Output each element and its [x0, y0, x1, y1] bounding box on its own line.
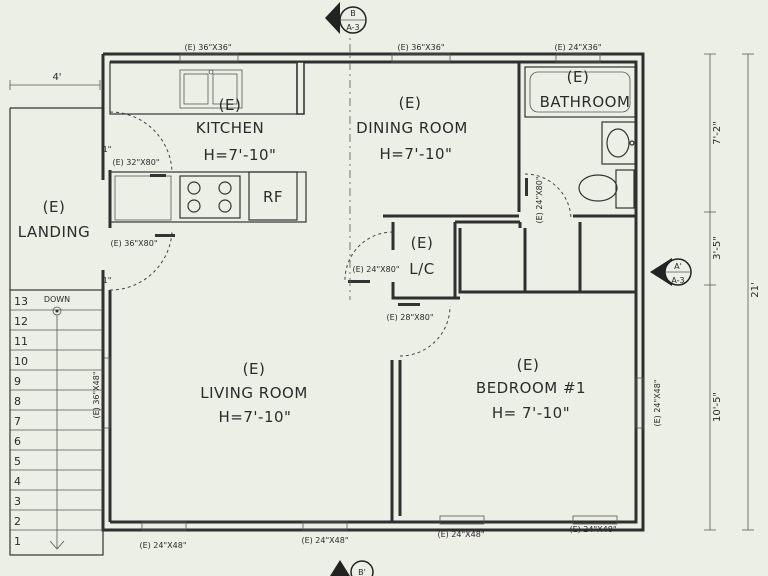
- section-top-sheet: A-3: [346, 23, 359, 32]
- dim-right-2: 3'-5": [712, 236, 723, 260]
- stair-step: 4: [14, 475, 21, 488]
- window-label-kitchen: (E) 36"X36": [184, 43, 231, 52]
- window-label-dining: (E) 36"X36": [397, 43, 444, 52]
- door-swings: [109, 111, 572, 357]
- stair-step: 6: [14, 435, 21, 448]
- section-right-sheet: A-3: [671, 276, 684, 285]
- stair-step: 9: [14, 375, 21, 388]
- living-height: H=7'-10": [219, 408, 292, 426]
- section-marker-bottom: [330, 560, 374, 576]
- refrigerator: [248, 171, 298, 221]
- section-top-letter: B: [350, 9, 356, 18]
- stair-step: 10: [14, 355, 28, 368]
- section-bottom-letter: B': [358, 568, 366, 576]
- dim-right-3: 10'-5": [712, 392, 723, 422]
- kitchen-tag: (E): [219, 96, 242, 114]
- windows: [102, 53, 644, 531]
- window-label-bottom-4: (E) 24"X48": [569, 525, 616, 534]
- lc-tag: (E): [411, 234, 434, 252]
- bathroom-fixtures: [524, 66, 636, 209]
- refrigerator-label: RF: [263, 188, 283, 206]
- bathroom-tag: (E): [567, 68, 590, 86]
- stair-step: 3: [14, 495, 21, 508]
- section-marker-right: [650, 258, 692, 286]
- kitchen-height: H=7'-10": [204, 146, 277, 164]
- stairs: [9, 289, 104, 556]
- toilet-bowl: [578, 174, 618, 202]
- dimension-lines: [9, 8, 754, 531]
- door-label-landing: (E) 36"X80": [110, 239, 157, 248]
- window-label-living: (E) 36"X48": [92, 371, 101, 418]
- wall-mark-kitchen: 1": [103, 145, 112, 154]
- kitchen-name: KITCHEN: [196, 119, 265, 137]
- stair-step: 7: [14, 415, 21, 428]
- living-tag: (E): [243, 360, 266, 378]
- stove: [179, 175, 241, 219]
- bedroom-name: BEDROOM #1: [476, 379, 586, 397]
- window-label-bottom-1: (E) 24"X48": [139, 541, 186, 550]
- living-name: LIVING ROOM: [200, 384, 308, 402]
- lc-name: L/C: [409, 260, 434, 278]
- door-label-lc: (E) 24"X80": [352, 265, 399, 274]
- dining-height: H=7'-10": [380, 145, 453, 163]
- landing-tag: (E): [43, 198, 66, 216]
- toilet-tank: [615, 169, 635, 209]
- door-label-bath: (E) 24"X80": [535, 176, 544, 223]
- bathroom-name: BATHROOM: [540, 93, 631, 111]
- landing-name: LANDING: [18, 223, 91, 241]
- sink: [601, 121, 636, 165]
- stair-step: 11: [14, 335, 28, 348]
- door-label-kitchen: (E) 32"X80": [112, 158, 159, 167]
- interior-walls: [108, 61, 636, 522]
- stair-step: 2: [14, 515, 21, 528]
- stair-step: 12: [14, 315, 28, 328]
- stair-step: 13: [14, 295, 28, 308]
- dim-landing-width: 4': [52, 72, 61, 83]
- stair-step: 1: [14, 535, 21, 548]
- window-label-bedroom: (E) 24"X48": [653, 379, 662, 426]
- window-label-bottom-3: (E) 24"X48": [437, 530, 484, 539]
- door-label-bedroom: (E) 28"X80": [386, 313, 433, 322]
- dim-overall: 21': [750, 282, 761, 297]
- bedroom-height: H= 7'-10": [492, 404, 570, 422]
- bathtub: [524, 66, 636, 118]
- dining-name: DINING ROOM: [356, 119, 468, 137]
- section-marker-top: [325, 2, 367, 34]
- stair-step: 8: [14, 395, 21, 408]
- wall-mark-landing: 1": [103, 276, 112, 285]
- section-right-letter: A': [674, 262, 682, 271]
- dim-right-1: 7'-2": [712, 121, 723, 145]
- bedroom-tag: (E): [517, 356, 540, 374]
- kitchen-fixtures: [109, 61, 307, 223]
- stair-step: 5: [14, 455, 21, 468]
- window-label-bath: (E) 24"X36": [554, 43, 601, 52]
- dining-tag: (E): [399, 94, 422, 112]
- stairs-direction: DOWN: [44, 295, 70, 304]
- window-label-bottom-2: (E) 24"X48": [301, 536, 348, 545]
